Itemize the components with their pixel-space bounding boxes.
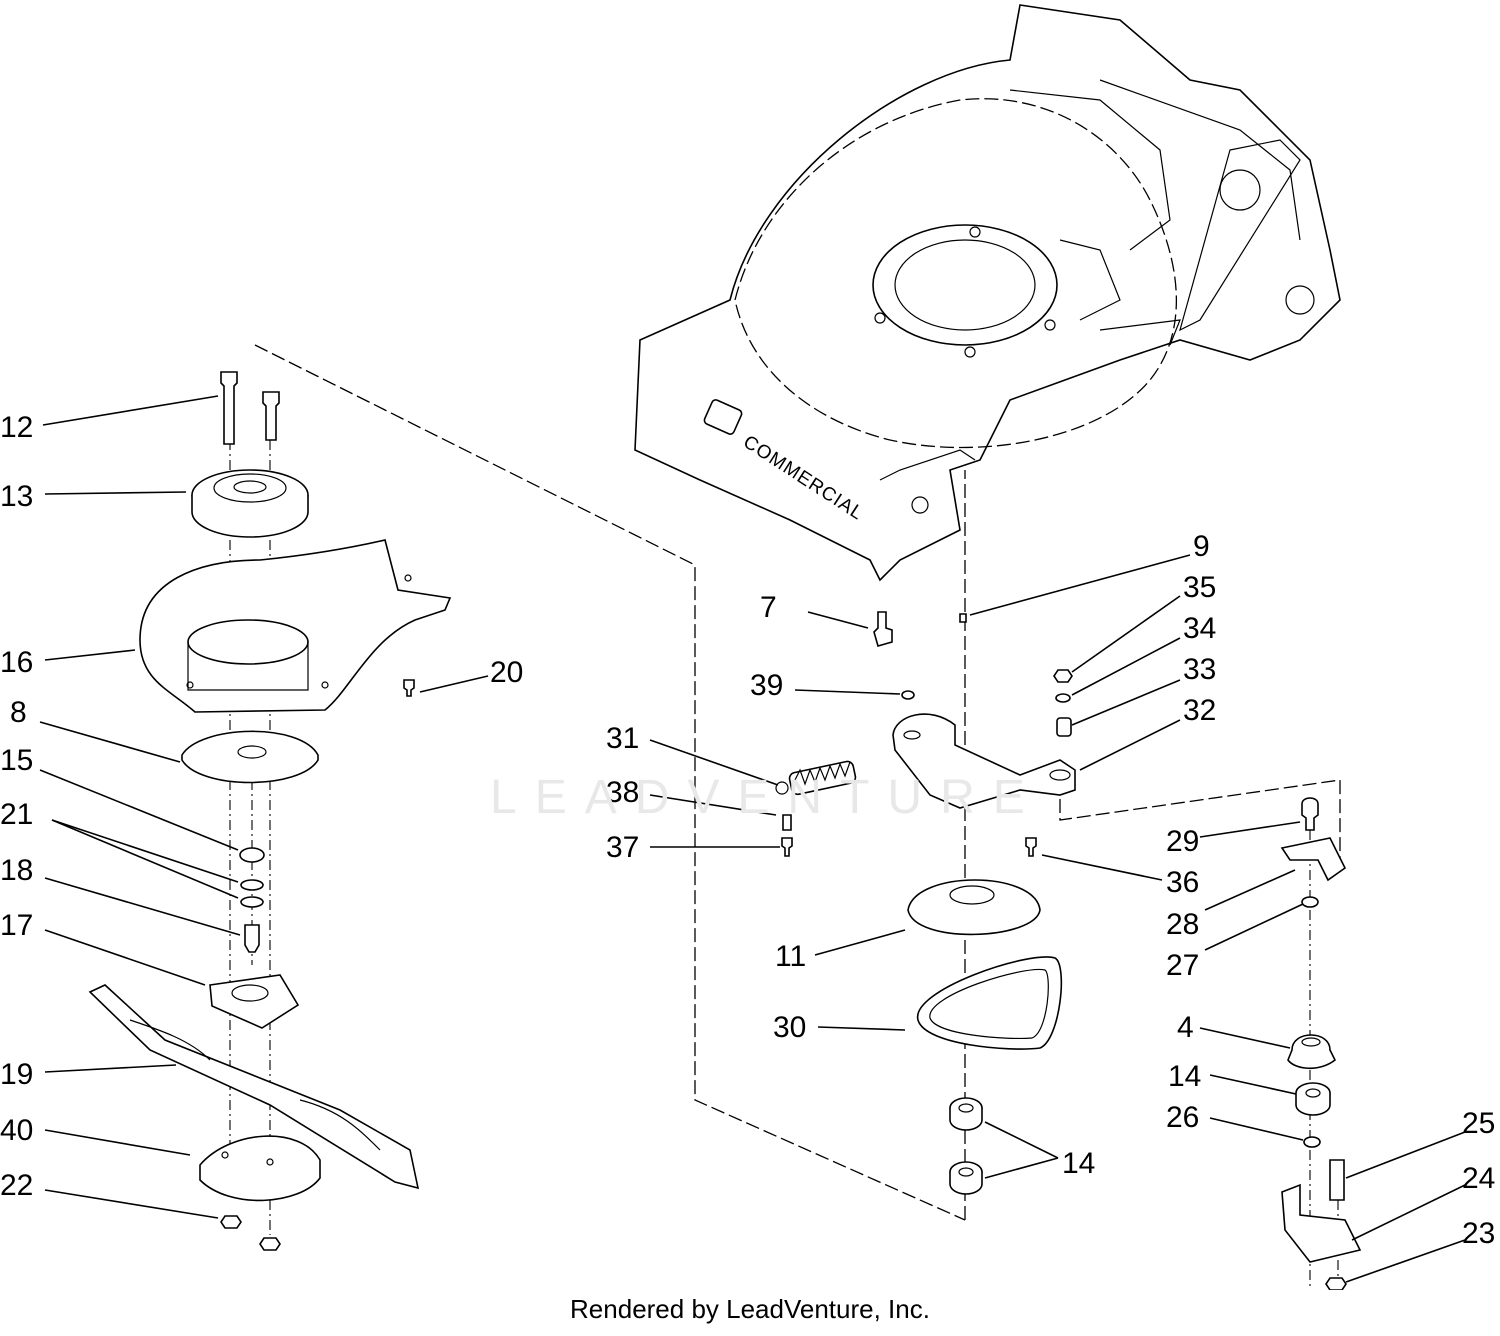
- callout-11: 11: [775, 940, 806, 973]
- callout-37: 37: [606, 831, 639, 864]
- callout-14-right: 14: [1168, 1060, 1201, 1093]
- callout-14-center: 14: [1062, 1147, 1095, 1180]
- adapter-13: [191, 469, 309, 538]
- idler-arm: [892, 713, 1076, 809]
- pulley-11: [907, 879, 1041, 936]
- blade-19: [88, 984, 420, 1190]
- blade-assembly: [88, 371, 452, 1251]
- callout-9: 9: [1193, 530, 1210, 563]
- housing-16: [139, 539, 452, 713]
- screw-20: [403, 679, 415, 697]
- cover-40: [199, 1135, 321, 1202]
- stud-25: [1329, 1159, 1345, 1201]
- mower-deck: COMMERCIAL: [634, 4, 1341, 582]
- callout-17: 17: [0, 909, 33, 942]
- callout-19: 19: [0, 1058, 33, 1091]
- callout-7: 7: [760, 591, 777, 624]
- callout-25: 25: [1462, 1107, 1495, 1140]
- bracket-24: [1281, 1183, 1362, 1263]
- callout-29: 29: [1166, 825, 1199, 858]
- callout-32: 32: [1183, 694, 1216, 727]
- callout-21: 21: [0, 798, 33, 831]
- callout-27: 27: [1166, 949, 1199, 982]
- callout-18: 18: [0, 854, 33, 887]
- callout-20: 20: [490, 656, 523, 689]
- callout-24: 24: [1462, 1162, 1495, 1195]
- leader-lines: [39, 395, 1466, 1283]
- spring-31: [775, 760, 857, 796]
- footer-credit: Rendered by LeadVenture, Inc.: [570, 1294, 930, 1324]
- callout-35: 35: [1183, 571, 1216, 604]
- nut-35: [1053, 669, 1073, 683]
- cup-8: [181, 730, 319, 784]
- belt-30: [917, 956, 1063, 1050]
- callout-8: 8: [10, 696, 27, 729]
- bolt-36: [1025, 837, 1037, 857]
- nut-22b: [259, 1237, 281, 1251]
- callout-33: 33: [1183, 653, 1216, 686]
- washer-27: [1301, 896, 1319, 908]
- callout-13: 13: [0, 480, 33, 513]
- spacer-38: [782, 814, 792, 831]
- callout-26: 26: [1166, 1101, 1199, 1134]
- bolt-12: [220, 371, 280, 445]
- callout-31: 31: [606, 722, 639, 755]
- washer-21b: [240, 896, 264, 908]
- callout-38: 38: [606, 776, 639, 809]
- callout-36: 36: [1166, 866, 1199, 899]
- callout-30: 30: [773, 1011, 806, 1044]
- bushing-15: [239, 847, 265, 863]
- callout-16: 16: [0, 646, 33, 679]
- bolt-29: [1301, 797, 1319, 831]
- nut-22a: [220, 1215, 242, 1229]
- bracket-28: [1280, 837, 1347, 882]
- callout-12: 12: [0, 411, 33, 444]
- callout-28: 28: [1166, 908, 1199, 941]
- bolt-37: [781, 837, 793, 857]
- right-assembly: [1280, 797, 1362, 1320]
- brand-logo-badge: [703, 399, 743, 435]
- bolt-7: [873, 611, 893, 647]
- pin-9: [959, 613, 967, 623]
- callout-39: 39: [750, 669, 783, 702]
- callout-23: 23: [1462, 1217, 1495, 1250]
- bearing-14-right: [1295, 1082, 1331, 1116]
- center-assembly: [775, 611, 1076, 1195]
- callout-40: 40: [0, 1114, 33, 1147]
- callout-22: 22: [0, 1169, 33, 1202]
- nut-39: [901, 690, 915, 700]
- spacer-33: [1056, 717, 1072, 737]
- bearing-4: [1287, 1034, 1337, 1070]
- callout-4: 4: [1177, 1011, 1194, 1044]
- callout-34: 34: [1183, 612, 1216, 645]
- bearings-14: [949, 1097, 983, 1195]
- washer-21a: [240, 879, 264, 891]
- callout-15: 15: [0, 744, 33, 777]
- exploded-view-svg: COMMERCIAL: [0, 4, 1495, 1320]
- washer-34: [1055, 693, 1071, 703]
- callout-labels: 12 13 16 20 8 15 21 18 17 19 40 22 9 35 …: [0, 411, 1495, 1250]
- spacer-18: [244, 924, 260, 953]
- exploded-boundary: [254, 344, 1341, 1221]
- nut-26: [1303, 1136, 1321, 1148]
- driver-17: [209, 974, 300, 1029]
- nut-23: [1325, 1277, 1347, 1291]
